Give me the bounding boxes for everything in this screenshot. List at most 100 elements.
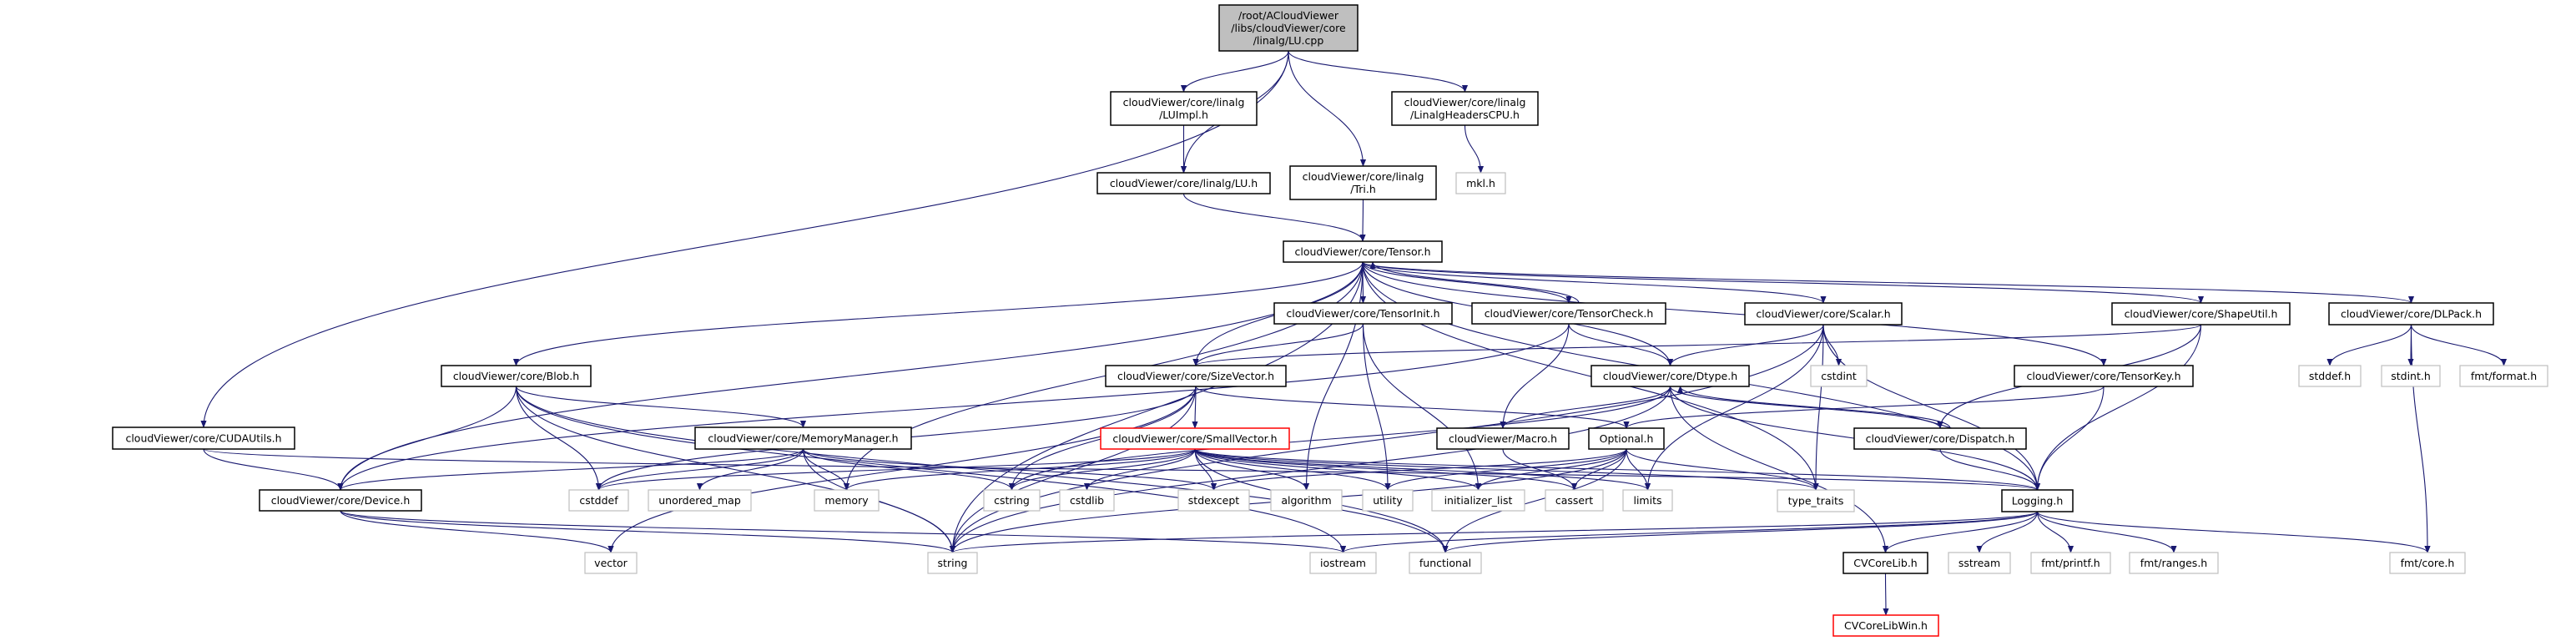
node-box [814,489,880,512]
node-stddef[interactable]: stddef.h [2298,365,2362,387]
node-dlpack[interactable]: cloudViewer/core/DLPack.h [2328,302,2494,326]
edge-dtype-to-cstring [1009,386,1671,491]
node-fmtprintf[interactable]: fmt/printf.h [2030,552,2111,574]
node-scalar[interactable]: cloudViewer/core/Scalar.h [1744,302,1903,326]
node-label: CVCoreLibWin.h [1844,619,1928,632]
node-initializer_list[interactable]: initializer_list [1431,489,1525,512]
node-cvcorelib[interactable]: CVCoreLib.h [1843,552,1928,574]
node-label: cloudViewer/core/ShapeUtil.h [2125,308,2278,320]
edge-tensorinit-to-sizevector [1192,323,1364,366]
node-memorymanager[interactable]: cloudViewer/core/MemoryManager.h [694,426,912,450]
edge-scalar-to-cstdint [1822,324,1843,366]
node-mkl[interactable]: mkl.h [1455,172,1506,194]
node-box [1948,552,2011,574]
node-device[interactable]: cloudViewer/core/Device.h [259,489,422,512]
node-sizevector[interactable]: cloudViewer/core/SizeVector.h [1105,365,1287,387]
node-memory[interactable]: memory [814,489,880,512]
node-box [1409,552,1482,574]
node-box [1545,489,1604,512]
edge-dlpack-to-fmtcore [2410,324,2431,553]
node-label: mkl.h [1466,177,1495,189]
node-logging[interactable]: Logging.h [2001,489,2074,512]
node-cassert[interactable]: cassert [1545,489,1604,512]
node-tensorinit[interactable]: cloudViewer/core/TensorInit.h [1273,302,1453,325]
edge-dispatch-to-dtype [1677,386,1951,429]
node-box [1273,302,1453,325]
node-label: cloudViewer/core/Blob.h [453,370,579,382]
node-vector[interactable]: vector [584,552,638,574]
node-label: /linalg/LU.cpp [1253,34,1324,47]
node-macro[interactable]: cloudViewer/Macro.h [1436,427,1570,450]
node-lu_cpp[interactable]: /root/ACloudViewer/libs/cloudViewer/core… [1218,4,1359,52]
node-box [1177,489,1250,512]
node-stdint[interactable]: stdint.h [2381,365,2441,387]
edge-dispatch-to-logging [1939,448,2041,491]
node-shapeutil[interactable]: cloudViewer/core/ShapeUtil.h [2111,302,2291,326]
node-sstream[interactable]: sstream [1948,552,2011,574]
node-cstdint[interactable]: cstdint [1810,365,1868,387]
node-string[interactable]: string [927,552,978,574]
edge-logging-to-functional [1442,511,2039,553]
edge-memorymanager-to-device [337,448,804,491]
node-algorithm[interactable]: algorithm [1270,489,1343,512]
edge-smallvector-to-cstring [1008,448,1196,491]
node-box [648,489,752,512]
node-box [1777,489,1855,512]
node-utility[interactable]: utility [1362,489,1414,512]
edge-dtype-to-dispatch [1669,386,1943,429]
node-cudautils[interactable]: cloudViewer/core/CUDAUtils.h [112,426,295,450]
node-label: stdint.h [2391,370,2431,382]
node-iostream[interactable]: iostream [1309,552,1377,574]
node-fmtformat[interactable]: fmt/format.h [2459,365,2548,387]
edge-lu_h-to-tensor [1182,193,1366,242]
node-optional[interactable]: Optional.h [1588,427,1665,450]
node-limits[interactable]: limits [1622,489,1673,512]
node-box [584,552,638,574]
edge-optional-to-type_traits [1626,448,1819,491]
node-fmtranges[interactable]: fmt/ranges.h [2129,552,2219,574]
node-tensorkey[interactable]: cloudViewer/core/TensorKey.h [2014,365,2194,387]
edge-tensorcheck-to-dtype [1568,323,1674,366]
edge-cudautils-to-device [203,448,344,491]
node-luimpl[interactable]: cloudViewer/core/linalg/LUImpl.h [1110,91,1258,126]
edge-memorymanager-to-cstddef [595,448,804,491]
edge-blob-to-cstddef [515,386,602,491]
node-tensorcheck[interactable]: cloudViewer/core/TensorCheck.h [1471,302,1666,325]
node-type_traits[interactable]: type_traits [1777,489,1855,512]
node-cstddef[interactable]: cstddef [568,489,629,512]
edge-smallvector-to-utility [1194,448,1391,491]
node-linalgcpu[interactable]: cloudViewer/core/linalg/LinalgHeadersCPU… [1391,91,1539,126]
node-tensor[interactable]: cloudViewer/core/Tensor.h [1283,240,1443,263]
node-label: fmt/ranges.h [2140,557,2207,569]
node-functional[interactable]: functional [1409,552,1482,574]
edge-lu_cpp-to-luimpl [1180,50,1289,93]
node-lu_h[interactable]: cloudViewer/core/linalg/LU.h [1096,172,1271,194]
node-cstdlib[interactable]: cstdlib [1059,489,1115,512]
node-tri[interactable]: cloudViewer/core/linalg/Tri.h [1289,165,1437,200]
node-cvcorelibwin[interactable]: CVCoreLibWin.h [1832,614,1939,637]
node-blob[interactable]: cloudViewer/core/Blob.h [441,365,592,387]
node-fmtcore[interactable]: fmt/core.h [2389,552,2466,574]
node-stdexcept[interactable]: stdexcept [1177,489,1250,512]
node-dispatch[interactable]: cloudViewer/core/Dispatch.h [1853,427,2027,450]
node-box [1588,427,1665,450]
node-label: sstream [1958,557,2000,569]
node-box [2129,552,2219,574]
node-label: cloudViewer/core/Scalar.h [1756,308,1890,320]
node-unordered_map[interactable]: unordered_map [648,489,752,512]
node-cstring[interactable]: cstring [983,489,1041,512]
edge-smallvector-to-cassert [1194,448,1577,491]
node-label: stdexcept [1188,494,1239,507]
edge-dlpack-to-fmtformat [2410,324,2508,366]
node-label: cloudViewer/core/Dispatch.h [1866,432,2015,445]
node-label: cloudViewer/core/linalg/LU.h [1110,177,1258,189]
node-box [1096,172,1271,194]
node-label: cloudViewer/core/DLPack.h [2341,308,2482,320]
node-box [2298,365,2362,387]
node-box [1471,302,1666,325]
node-smallvector[interactable]: cloudViewer/core/SmallVector.h [1100,427,1290,450]
node-label: cloudViewer/core/TensorInit.h [1286,307,1439,320]
nodes-layer: /root/ACloudViewer/libs/cloudViewer/core… [112,4,2548,637]
node-dtype[interactable]: cloudViewer/core/Dtype.h [1590,365,1750,387]
node-box [1455,172,1506,194]
